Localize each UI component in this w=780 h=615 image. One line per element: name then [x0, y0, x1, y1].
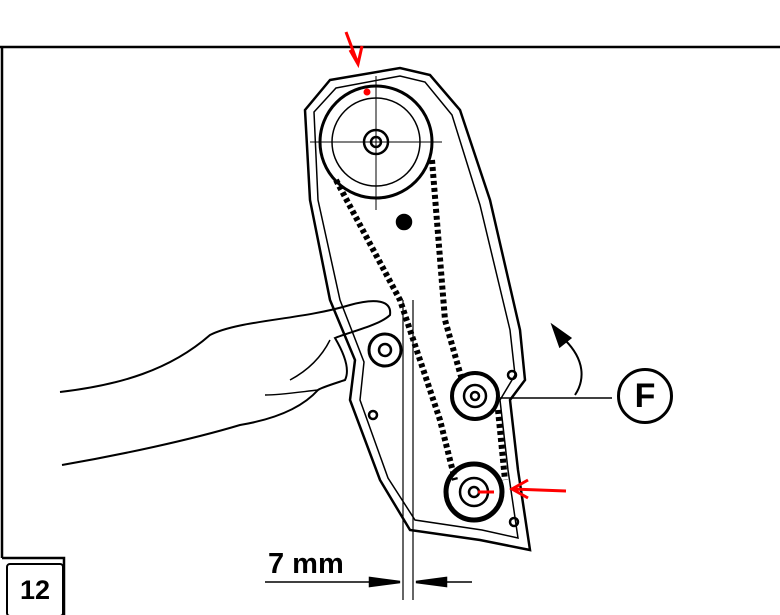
figure-number-frame — [2, 556, 66, 615]
top-alignment-marker-arrow — [344, 31, 364, 69]
callout-f-label: F — [617, 368, 673, 424]
chain-cover-outline — [303, 66, 532, 552]
rotation-arrowhead — [550, 322, 573, 349]
cover-bolt-hole — [395, 213, 413, 231]
camshaft-sprocket — [310, 76, 442, 210]
top-timing-mark — [363, 88, 371, 96]
figure-number: 12 — [6, 563, 64, 615]
hand-illustration — [59, 300, 392, 466]
tensioner-sprocket — [450, 371, 500, 421]
idler-sprocket — [367, 332, 403, 368]
timing-chain — [333, 159, 508, 481]
bottom-alignment-marker-arrow — [508, 478, 567, 500]
rotation-arc — [564, 339, 583, 396]
mounting-hole — [367, 409, 379, 421]
mounting-hole — [508, 516, 520, 528]
chain-cover-inner — [313, 75, 519, 539]
mounting-hole — [506, 369, 518, 381]
hand-fingers — [264, 339, 331, 396]
dimension-label: 7 mm — [268, 548, 344, 580]
